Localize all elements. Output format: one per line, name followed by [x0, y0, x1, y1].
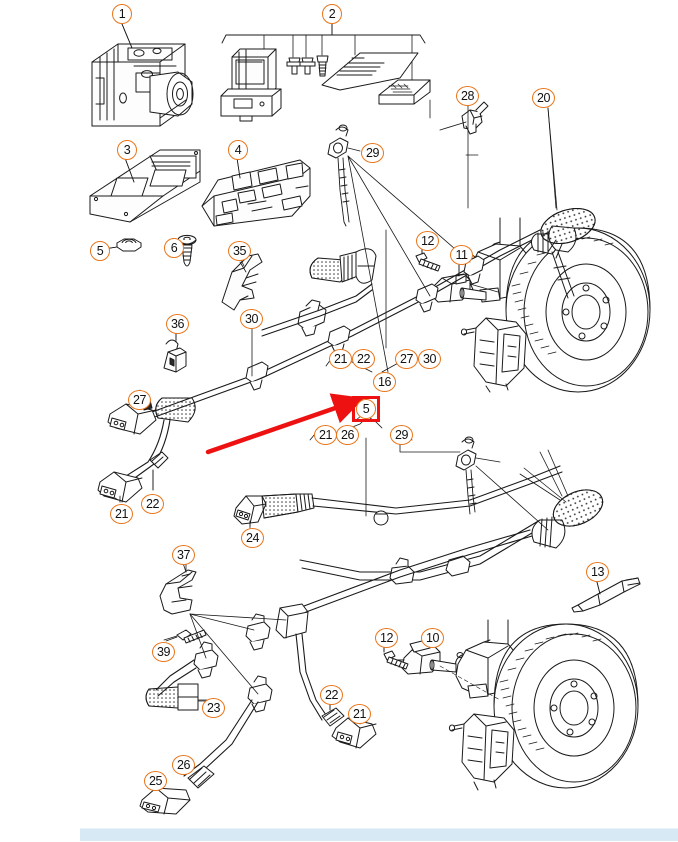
- part-2-screw: [316, 55, 329, 77]
- part-2-instruction-sheet: [321, 52, 419, 91]
- callout-29[interactable]: 29: [390, 425, 413, 445]
- callout-36[interactable]: 36: [166, 314, 189, 334]
- part-21-connector-upper: [97, 471, 143, 503]
- callout-10[interactable]: 10: [421, 628, 444, 648]
- part-1-abs-hydraulic-unit: [91, 23, 194, 127]
- part-11-speed-sensor-front: [424, 259, 499, 303]
- part-5-hex-nut: [103, 238, 142, 252]
- callout-12[interactable]: 12: [416, 231, 439, 251]
- callout-4[interactable]: 4: [228, 140, 248, 160]
- callout-28[interactable]: 28: [456, 86, 479, 106]
- callout-11[interactable]: 11: [450, 245, 473, 265]
- red-annotation-arrow: [205, 393, 365, 455]
- rear-brake-assembly: [448, 619, 639, 791]
- callout-2[interactable]: 2: [322, 4, 342, 24]
- callout-16[interactable]: 16: [373, 372, 396, 392]
- part-24-connector: [233, 495, 267, 529]
- upper-main-cable-harness: [97, 229, 541, 503]
- callout-24[interactable]: 24: [241, 528, 264, 548]
- highlight-box-part-5: [352, 396, 380, 422]
- callout-1[interactable]: 1: [112, 4, 132, 24]
- part-3-control-unit: [89, 149, 201, 223]
- callout-22[interactable]: 22: [320, 685, 343, 705]
- callout-12[interactable]: 12: [375, 628, 398, 648]
- callout-35[interactable]: 35: [228, 241, 251, 261]
- callout-20[interactable]: 20: [532, 88, 555, 108]
- part-20-rubber-grommet: [530, 107, 596, 299]
- part-29-cable-tie-upper: [327, 124, 471, 373]
- callout-25[interactable]: 25: [144, 771, 167, 791]
- part-37-bracket: [159, 559, 197, 615]
- bottom-cable-harness: [139, 529, 533, 815]
- callout-26[interactable]: 26: [172, 755, 195, 775]
- part-4-mounting-bracket: [201, 157, 311, 227]
- callout-39[interactable]: 39: [152, 642, 175, 662]
- callout-27[interactable]: 27: [128, 390, 151, 410]
- callout-21[interactable]: 21: [348, 704, 371, 724]
- callout-27[interactable]: 27: [395, 349, 418, 369]
- callout-6[interactable]: 6: [164, 238, 184, 258]
- callout-5[interactable]: 5: [356, 399, 376, 419]
- part-23-connector-box: [145, 683, 215, 711]
- callout-22[interactable]: 22: [352, 349, 375, 369]
- callout-5[interactable]: 5: [90, 241, 110, 261]
- callout-21[interactable]: 21: [329, 349, 352, 369]
- part-2-plug-b: [299, 57, 316, 75]
- part-39-bolt: [165, 629, 207, 644]
- callout-21[interactable]: 21: [314, 425, 337, 445]
- part-36-retaining-clip: [163, 329, 187, 373]
- callout-30[interactable]: 30: [418, 349, 441, 369]
- part-2-label-sticker: [378, 79, 431, 105]
- callout-23[interactable]: 23: [202, 698, 225, 718]
- part-28-clamp-fitting: [439, 101, 489, 209]
- callout-26[interactable]: 26: [336, 425, 359, 445]
- part-29-cable-tie-lower: [455, 436, 549, 531]
- callout-3[interactable]: 3: [117, 140, 137, 160]
- part-12-bolt-rear: [383, 643, 409, 670]
- lower-main-cable-harness: [233, 436, 604, 585]
- callout-29[interactable]: 29: [361, 143, 384, 163]
- front-brake-assembly: [460, 217, 651, 393]
- callout-13[interactable]: 13: [586, 562, 609, 582]
- part-2-control-module-kit: [220, 23, 431, 122]
- footer-band: [80, 828, 678, 841]
- callout-22[interactable]: 22: [141, 494, 164, 514]
- callout-30[interactable]: 30: [240, 309, 263, 329]
- callout-37[interactable]: 37: [172, 545, 195, 565]
- part-25-connector: [139, 783, 191, 815]
- callout-21[interactable]: 21: [110, 504, 133, 524]
